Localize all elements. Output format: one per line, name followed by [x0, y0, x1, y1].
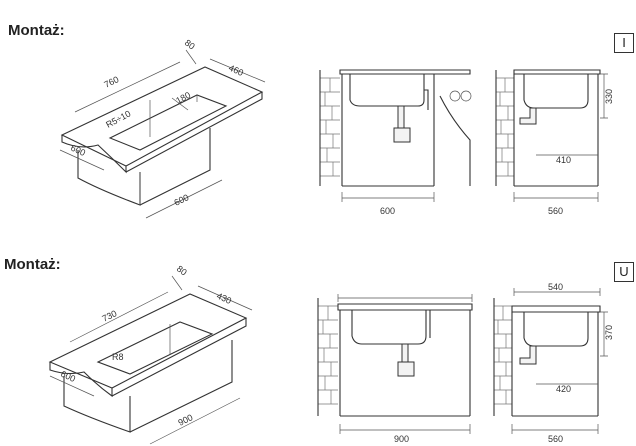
side-height: 370	[604, 325, 614, 340]
side-depth: 560	[548, 206, 563, 216]
side-depth: 560	[548, 434, 563, 444]
inset-mount-drawings: 760 80 460 R5÷10 180 600 600 600	[59, 38, 614, 219]
front-cabinet-width: 600	[380, 206, 395, 216]
isometric-countertop-drawing	[59, 49, 266, 219]
undermount-drawings: 730 80 430 R8 600 900 900	[48, 264, 614, 445]
mounting-heading: Montaż:	[8, 22, 65, 39]
section-inset-mount: Montaż: I 760 80 460 R5÷10 180 600	[0, 0, 636, 220]
dim-length: 760	[102, 74, 120, 90]
section-undermount: Montaż: U 730 80 430 R8 600 900	[0, 226, 636, 446]
dim-depth: 80	[175, 264, 189, 278]
front-view-drawing	[317, 294, 473, 434]
dim-cabinet: 900	[176, 412, 194, 428]
mount-type-badge: I	[614, 33, 634, 53]
side-height: 330	[604, 89, 614, 104]
side-view-drawing	[495, 69, 608, 202]
dim-cabinet: 600	[172, 192, 190, 208]
dim-radius: R8	[112, 352, 124, 362]
dim-width: 460	[227, 63, 245, 78]
dim-width: 430	[215, 291, 233, 306]
side-top-width: 540	[548, 282, 563, 292]
dim-length: 730	[100, 308, 118, 324]
front-view-drawing	[319, 69, 472, 202]
side-view-drawing	[493, 288, 608, 434]
front-cabinet-width: 900	[394, 434, 409, 444]
mounting-heading: Montaż:	[4, 256, 61, 273]
side-drain-offset: 420	[556, 384, 571, 394]
side-drain-offset: 410	[556, 155, 571, 165]
isometric-countertop-drawing	[48, 275, 253, 445]
dim-depth: 80	[183, 38, 197, 52]
mount-type-badge: U	[614, 262, 634, 282]
